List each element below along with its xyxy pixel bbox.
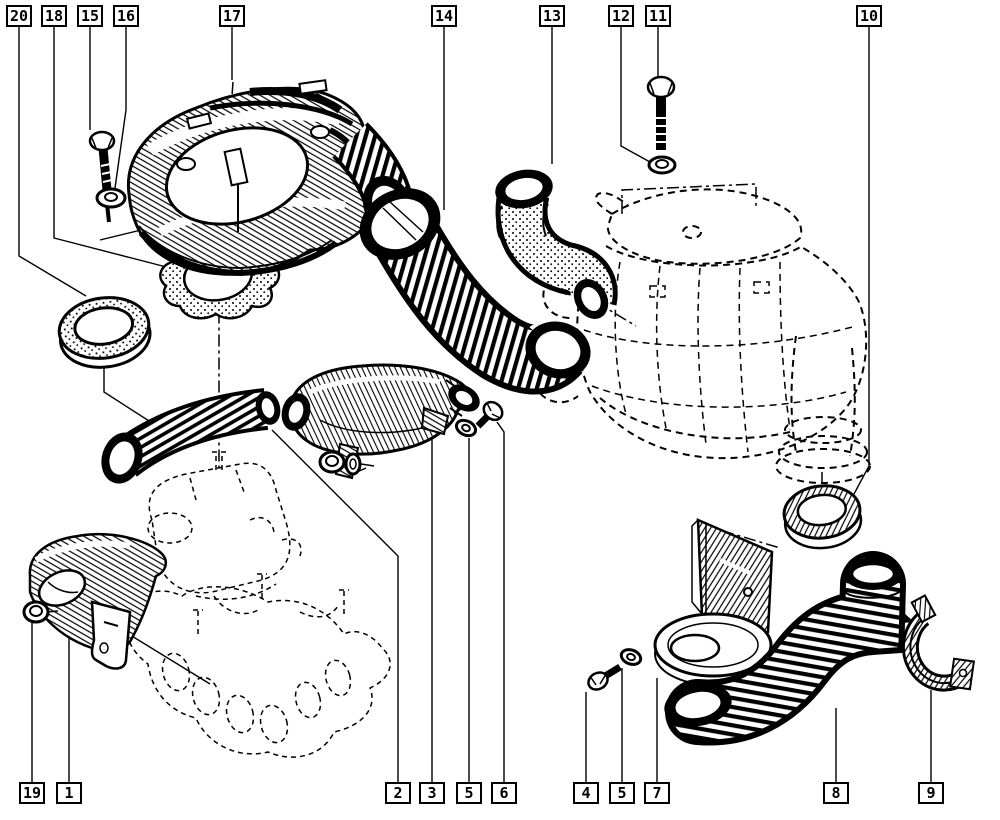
part-air-duct-hose-8 <box>664 551 906 746</box>
callout-17[interactable]: 17 <box>219 5 245 27</box>
air-cleaner-housing-phantom <box>534 183 871 484</box>
callout-19[interactable]: 19 <box>19 782 45 804</box>
part-seal-ring-20 <box>57 296 152 369</box>
part-duct-washer-5 <box>454 418 478 438</box>
part-hot-air-hose-2 <box>101 388 281 484</box>
callout-6[interactable]: 6 <box>491 782 517 804</box>
callout-1[interactable]: 1 <box>56 782 82 804</box>
callout-2-label: 2 <box>393 784 402 802</box>
part-hose-clamp-9 <box>901 594 975 692</box>
callout-9-label: 9 <box>926 784 935 802</box>
callout-13[interactable]: 13 <box>539 5 565 27</box>
callout-18[interactable]: 18 <box>41 5 67 27</box>
part-bracket-bolt-4 <box>587 664 622 691</box>
leader-line-12 <box>620 26 651 163</box>
part-housing-washer-12 <box>647 155 677 175</box>
callout-8[interactable]: 8 <box>823 782 849 804</box>
part-intake-hose-14 <box>359 188 591 395</box>
leader-line-18 <box>53 26 179 271</box>
leader-line-6 <box>496 421 505 783</box>
callout-6-label: 6 <box>499 784 508 802</box>
callout-10-label: 10 <box>860 7 878 25</box>
callout-20-label: 20 <box>10 7 28 25</box>
callout-8-label: 8 <box>831 784 840 802</box>
callout-20[interactable]: 20 <box>6 5 32 27</box>
part-duct-nut-washer-5 <box>318 450 375 476</box>
callout-5-left-label: 5 <box>464 784 473 802</box>
part-bracket-washer-5 <box>619 648 643 666</box>
engine-phantom <box>113 451 391 758</box>
callout-7[interactable]: 7 <box>644 782 670 804</box>
part-air-intake-duct-3 <box>281 363 480 480</box>
leader-line-20 <box>18 26 87 297</box>
leader-lines <box>18 26 932 783</box>
part-housing-bolt-11 <box>646 75 676 150</box>
callout-3-label: 3 <box>427 784 436 802</box>
part-shield-nut-19 <box>22 600 59 624</box>
callout-5-left[interactable]: 5 <box>456 782 482 804</box>
callout-4[interactable]: 4 <box>573 782 599 804</box>
callout-7-label: 7 <box>652 784 661 802</box>
part-seal-ring-10 <box>782 484 863 550</box>
callout-17-label: 17 <box>223 7 241 25</box>
callout-9[interactable]: 9 <box>918 782 944 804</box>
callout-19-label: 19 <box>23 784 41 802</box>
part-elbow-hose-13 <box>495 169 618 320</box>
callout-2[interactable]: 2 <box>385 782 411 804</box>
callout-16-label: 16 <box>117 7 135 25</box>
callout-11-label: 11 <box>649 7 667 25</box>
ring-assembly-line <box>103 358 161 429</box>
callout-11[interactable]: 11 <box>645 5 671 27</box>
callout-12[interactable]: 12 <box>608 5 634 27</box>
callout-12-label: 12 <box>612 7 630 25</box>
callout-18-label: 18 <box>45 7 63 25</box>
callout-16[interactable]: 16 <box>113 5 139 27</box>
callout-15[interactable]: 15 <box>77 5 103 27</box>
part-cover-bolt-15 <box>88 130 116 223</box>
callout-15-label: 15 <box>81 7 99 25</box>
callout-5-right-label: 5 <box>617 784 626 802</box>
part-support-bracket-7 <box>653 518 774 686</box>
part-cover-washer-16 <box>95 187 127 209</box>
callout-10[interactable]: 10 <box>856 5 882 27</box>
leader-line-2 <box>271 429 399 783</box>
bracket-to-ring-axis <box>699 523 781 549</box>
callout-14-label: 14 <box>435 7 453 25</box>
callout-13-label: 13 <box>543 7 561 25</box>
part-air-cleaner-cover-17 <box>126 79 415 277</box>
callout-4-label: 4 <box>581 784 590 802</box>
part-duct-bolt-6 <box>475 400 504 429</box>
leader-line-16 <box>114 26 127 189</box>
callout-14[interactable]: 14 <box>431 5 457 27</box>
callout-5-right[interactable]: 5 <box>609 782 635 804</box>
callout-3[interactable]: 3 <box>419 782 445 804</box>
part-heat-shield-1 <box>28 532 168 670</box>
callout-1-label: 1 <box>64 784 73 802</box>
